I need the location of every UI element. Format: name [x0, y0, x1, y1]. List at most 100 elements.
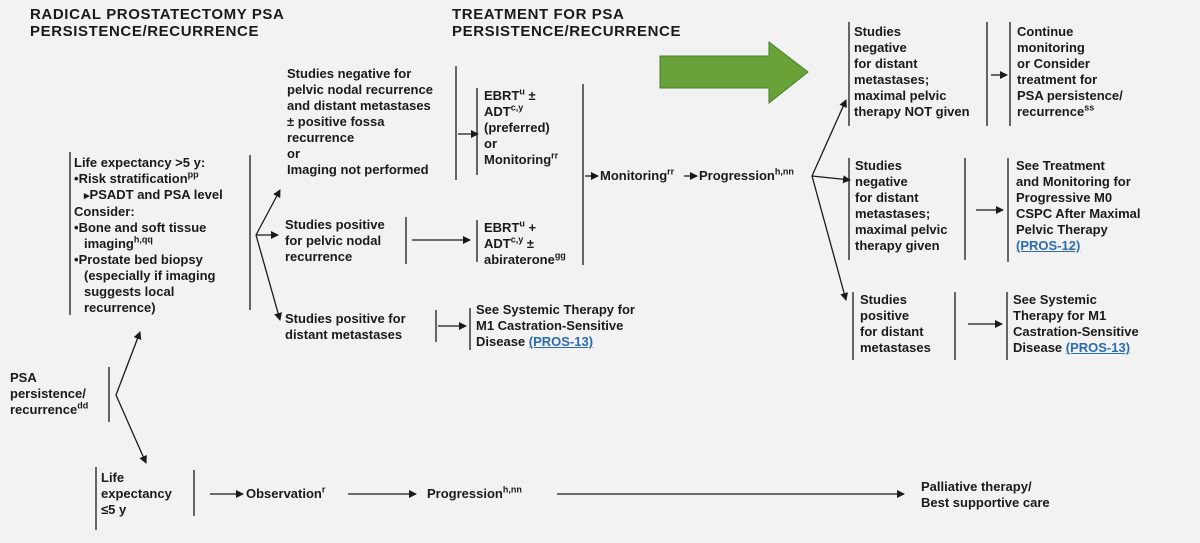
text: See Treatment [1016, 158, 1105, 173]
text: Castration-Sensitive [1013, 324, 1139, 339]
text: Life expectancy >5 y: [74, 155, 206, 170]
text: Life [101, 470, 125, 485]
text: Studies positive [285, 217, 385, 232]
text: therapy given [855, 238, 940, 253]
footnote: ss [1084, 102, 1095, 113]
header-mid-line1: TREATMENT FOR PSA [452, 6, 625, 23]
header-mid: TREATMENT FOR PSA PERSISTENCE/RECURRENCE [452, 6, 681, 40]
text: Studies [860, 292, 907, 307]
node-tx-neg: EBRTu ± ADTc,y (preferred) or Monitoring… [484, 87, 558, 168]
text: Continue [1017, 24, 1074, 39]
text: recurrence [1017, 104, 1085, 119]
text: recurrence [285, 249, 353, 264]
green-arrow-icon [659, 40, 809, 105]
text: therapy NOT given [854, 104, 970, 119]
text: Prostate bed biopsy [74, 252, 223, 268]
text: (preferred) [484, 120, 550, 135]
node-neg-studies: Studies negative for pelvic nodal recurr… [287, 66, 433, 178]
footnote: h,nn [502, 484, 522, 495]
header-left: RADICAL PROSTATECTOMY PSA PERSISTENCE/RE… [30, 6, 284, 40]
text: Progression [699, 168, 775, 183]
text: Studies [854, 24, 901, 39]
node-pos-nodal: Studies positive for pelvic nodal recurr… [285, 217, 385, 265]
node-see-systemic-2: See Systemic Therapy for M1 Castration-S… [1013, 292, 1139, 356]
text: See Systemic [1013, 292, 1097, 307]
text: Disease [476, 334, 529, 349]
arrow-to-right-pos [811, 175, 849, 301]
text: expectancy [101, 486, 172, 501]
text: CSPC After Maximal [1016, 206, 1141, 221]
text: + [524, 220, 537, 235]
text: maximal pelvic [854, 88, 947, 103]
text: negative [854, 40, 907, 55]
text: PSADT and PSA level [74, 187, 223, 204]
text: ≤5 y [101, 502, 127, 517]
node-life-le5: Life expectancy ≤5 y [101, 470, 172, 518]
text: PSA persistence/ [1017, 88, 1123, 103]
arrow-to-neg-studies [255, 189, 281, 236]
text: imaging [84, 236, 134, 251]
text: Bone and soft tissue [74, 220, 223, 236]
arrow-to-pos-distant [255, 234, 282, 321]
pros-13-link-2[interactable]: (PROS-13) [1065, 340, 1131, 355]
pros-12-link[interactable]: (PROS-12) [1016, 238, 1081, 253]
header-left-line1: RADICAL PROSTATECTOMY PSA [30, 6, 285, 23]
node-see-systemic-1: See Systemic Therapy for M1 Castration-S… [476, 302, 635, 350]
arrow-to-life-gt5 [115, 331, 142, 396]
text: Best supportive care [921, 495, 1050, 510]
node-continue: Continue monitoring or Consider treatmen… [1017, 24, 1123, 120]
text: distant metastases [285, 327, 403, 342]
arrow-to-right-neg-not [811, 99, 847, 177]
footnote: u [519, 218, 525, 229]
arrow-to-life-le5 [115, 394, 147, 464]
node-life-gt5: Life expectancy >5 y: Risk stratificatio… [74, 155, 223, 316]
node-progression-mid: Progressionh,nn [699, 167, 794, 184]
text: (especially if imaging [84, 268, 216, 283]
node-see-treatment: See Treatment and Monitoring for Progres… [1016, 158, 1141, 254]
text: EBRT [484, 220, 520, 235]
text: metastases [860, 340, 931, 355]
text: for distant [854, 56, 918, 71]
node-right-neg-given: Studies negative for distant metastases;… [855, 158, 948, 254]
text: EBRT [484, 88, 520, 103]
text: for distant [860, 324, 924, 339]
footnote: c,y [510, 234, 524, 245]
text: metastases; [855, 206, 931, 221]
text: Risk stratification [78, 171, 188, 186]
text: PSA [10, 370, 37, 385]
text: or Consider [1017, 56, 1090, 71]
text: recurrence [287, 130, 355, 145]
pros-13-link[interactable]: (PROS-13) [528, 334, 594, 349]
text: maximal pelvic [855, 222, 948, 237]
text: ADT [484, 236, 511, 251]
footnote: dd [77, 400, 89, 411]
text: ± positive fossa [287, 114, 385, 129]
footnote: r [321, 484, 326, 495]
node-psa-start: PSA persistence/ recurrencedd [10, 370, 88, 418]
text: Progressive M0 [1016, 190, 1113, 205]
text: monitoring [1017, 40, 1085, 55]
text: or [287, 146, 300, 161]
text: and Monitoring for [1016, 174, 1131, 189]
text: ± [524, 88, 536, 103]
footnote: pp [187, 169, 199, 180]
node-right-pos-distant: Studies positive for distant metastases [860, 292, 931, 356]
header-mid-line2: PERSISTENCE/RECURRENCE [452, 23, 682, 40]
text: or [484, 136, 497, 151]
footnote: h,qq [133, 234, 153, 245]
text: metastases; [854, 72, 930, 87]
text: positive [860, 308, 910, 323]
text: negative [855, 174, 908, 189]
node-palliative: Palliative therapy/ Best supportive care [921, 479, 1050, 511]
text: for distant [855, 190, 919, 205]
footnote: gg [554, 250, 566, 261]
text: abiraterone [484, 252, 555, 267]
text: Imaging not performed [287, 162, 429, 177]
text: Progression [427, 486, 503, 501]
node-right-neg-not-given: Studies negative for distant metastases;… [854, 24, 970, 120]
node-pos-distant: Studies positive for distant metastases [285, 311, 406, 343]
text: pelvic nodal recurrence [287, 82, 433, 97]
text: See Systemic Therapy for [476, 302, 635, 317]
text: suggests local [84, 284, 175, 299]
